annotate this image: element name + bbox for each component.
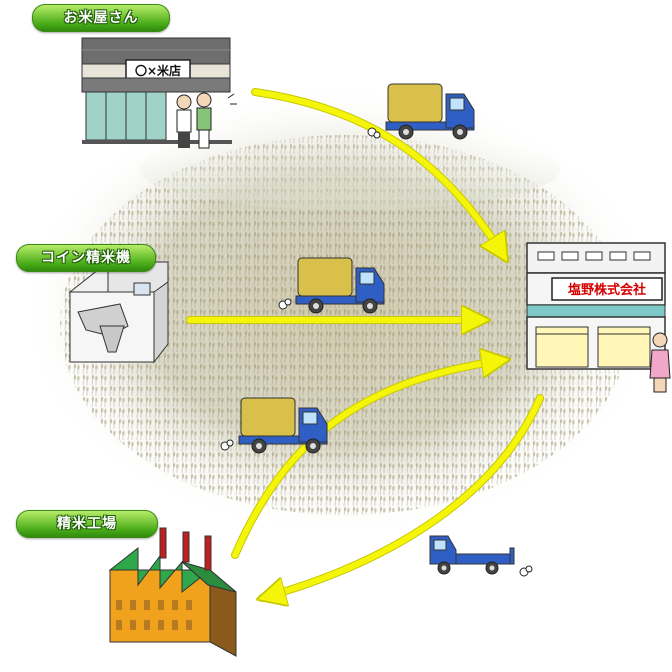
rice-shop-illustration bbox=[81, 37, 237, 149]
truck-icon-3 bbox=[238, 397, 328, 454]
rice-shop-label: お米屋さん bbox=[32, 4, 170, 32]
coin-mill-machine-illustration bbox=[68, 261, 170, 364]
truck-icon-1 bbox=[385, 83, 475, 140]
empty-truck-icon bbox=[429, 535, 515, 575]
truck-icon-2 bbox=[295, 257, 385, 314]
flow-arrows bbox=[186, 88, 544, 598]
mill-factory-label: 精米工場 bbox=[16, 510, 158, 538]
coin-mill-label: コイン精米機 bbox=[16, 244, 156, 272]
mill-factory-illustration bbox=[108, 527, 237, 657]
rice-shop-sign: 〇×米店 bbox=[135, 63, 181, 78]
company-sign: 塩野株式会社 bbox=[568, 282, 646, 298]
company-building-illustration bbox=[526, 242, 671, 393]
exhaust-puff-icons bbox=[220, 127, 533, 577]
